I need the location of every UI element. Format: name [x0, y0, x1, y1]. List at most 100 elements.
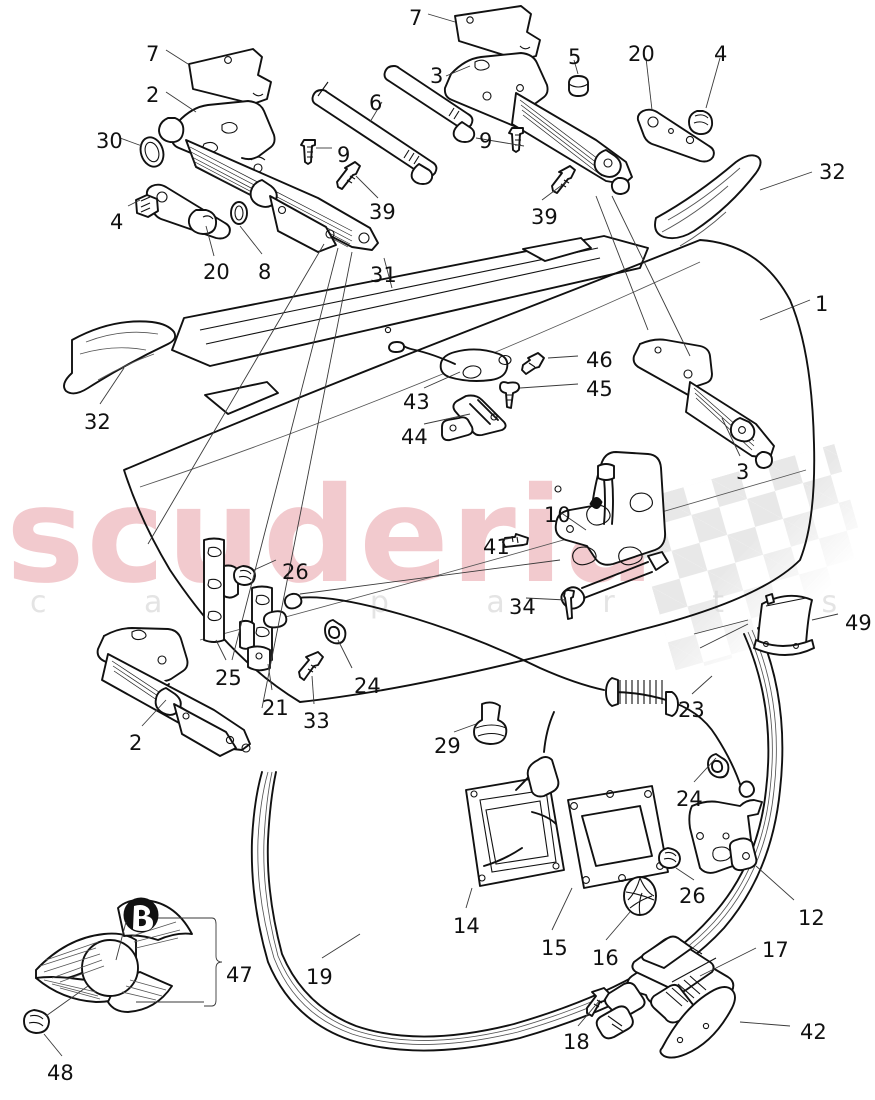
callout-39: 39	[531, 205, 558, 229]
part-14-lamp-housing	[465, 711, 565, 887]
callout-24: 24	[354, 674, 381, 698]
part-24-clip-upper	[324, 619, 347, 645]
part-30-seal-ring	[139, 136, 165, 168]
part-4-nut-left	[135, 194, 159, 218]
part-39-bolt-left	[336, 161, 361, 190]
callout-5: 5	[568, 45, 582, 69]
callout-32: 32	[84, 410, 111, 434]
callout-41: 41	[483, 535, 510, 559]
part-49-lamp	[753, 593, 815, 656]
part-3-gas-strut	[383, 65, 476, 143]
callout-14: 14	[453, 914, 480, 938]
callout-3: 3	[430, 64, 444, 88]
part-46-screw	[521, 352, 545, 375]
callout-3: 3	[736, 460, 750, 484]
part-20-link-left	[145, 183, 231, 240]
part-45-screw	[499, 381, 521, 409]
bentley-b-badge	[123, 897, 159, 933]
callout-17: 17	[762, 938, 789, 962]
callout-47: 47	[226, 963, 253, 987]
part-47-span-bracket	[204, 917, 223, 1007]
callout-29: 29	[434, 734, 461, 758]
part-7-left-bracket	[188, 48, 272, 105]
part-15-plate-frame	[567, 785, 669, 889]
callout-4: 4	[714, 42, 728, 66]
part-16-rivet	[623, 876, 657, 916]
part-2-hinge-left-lower	[96, 627, 251, 757]
part-48-grommet	[23, 1009, 50, 1034]
callout-39: 39	[369, 200, 396, 224]
callout-24: 24	[676, 787, 703, 811]
callout-2: 2	[146, 83, 160, 107]
part-44-bracket	[441, 394, 507, 442]
part-20-link-right	[636, 108, 715, 163]
part-41-screw	[502, 533, 529, 548]
part-23-release-cable	[283, 592, 755, 798]
callout-34: 34	[509, 595, 536, 619]
part-33-bolt	[298, 651, 324, 681]
part-12-bracket	[688, 799, 763, 874]
part-43-catch	[388, 341, 512, 382]
part-32-trim-right	[654, 154, 762, 247]
callout-19: 19	[306, 965, 333, 989]
callout-21: 21	[262, 696, 289, 720]
callout-49: 49	[845, 611, 872, 635]
part-31-spoiler	[171, 235, 649, 415]
callout-8: 8	[258, 260, 272, 284]
part-9-screw-left	[300, 139, 316, 165]
callout-10: 10	[544, 503, 571, 527]
callout-20: 20	[203, 260, 230, 284]
callout-46: 46	[586, 348, 613, 372]
callout-16: 16	[592, 946, 619, 970]
callout-45: 45	[586, 377, 613, 401]
part-3-hinge-lower-right	[632, 338, 775, 469]
callout-4: 4	[110, 210, 124, 234]
part-4-nut-right	[688, 110, 714, 136]
callout-31: 31	[370, 263, 397, 287]
callout-33: 33	[303, 709, 330, 733]
callout-1: 1	[815, 292, 829, 316]
part-2-hinge-arm-left	[158, 117, 379, 253]
part-32-trim-left	[63, 320, 177, 395]
callout-12: 12	[798, 906, 825, 930]
part-7-right-bracket	[454, 5, 541, 61]
part-21-striker-plate	[239, 585, 288, 672]
part-3-hinge-arm-right	[511, 92, 633, 195]
callout-23: 23	[678, 698, 705, 722]
callout-32: 32	[819, 160, 846, 184]
callout-18: 18	[563, 1030, 590, 1054]
callout-6: 6	[369, 91, 383, 115]
callout-48: 48	[47, 1061, 74, 1085]
watermark-scuderia: scuderia	[6, 459, 657, 613]
callout-42: 42	[800, 1020, 827, 1044]
callout-44: 44	[401, 425, 428, 449]
callout-43: 43	[403, 390, 430, 414]
part-42-cover	[659, 986, 736, 1059]
part-26-grommet-lower	[658, 847, 681, 869]
part-26-grommet-upper	[233, 565, 256, 586]
part-25-striker-plate	[203, 537, 239, 643]
callout-26: 26	[679, 884, 706, 908]
callout-26: 26	[282, 560, 309, 584]
callout-7: 7	[146, 42, 160, 66]
callout-9: 9	[479, 129, 493, 153]
part-29-grommet	[473, 701, 508, 745]
cable-spring-sleeve	[605, 677, 679, 717]
callout-20: 20	[628, 42, 655, 66]
callout-7: 7	[409, 6, 423, 30]
callout-2: 2	[129, 731, 143, 755]
part-34-screw	[563, 589, 575, 620]
part-19-boot-seal	[250, 627, 784, 1052]
part-39-bolt-right	[551, 165, 576, 194]
part-24-clip-lower	[707, 753, 730, 779]
part-8-washer	[230, 201, 248, 225]
callout-30: 30	[96, 129, 123, 153]
leader-lines	[43, 13, 839, 1057]
part-10-latch	[554, 451, 669, 610]
part-9-screw-right	[508, 127, 524, 153]
callout-9: 9	[337, 143, 351, 167]
part-47-bentley-emblem	[35, 897, 193, 1013]
part-6-gas-strut	[311, 81, 438, 185]
